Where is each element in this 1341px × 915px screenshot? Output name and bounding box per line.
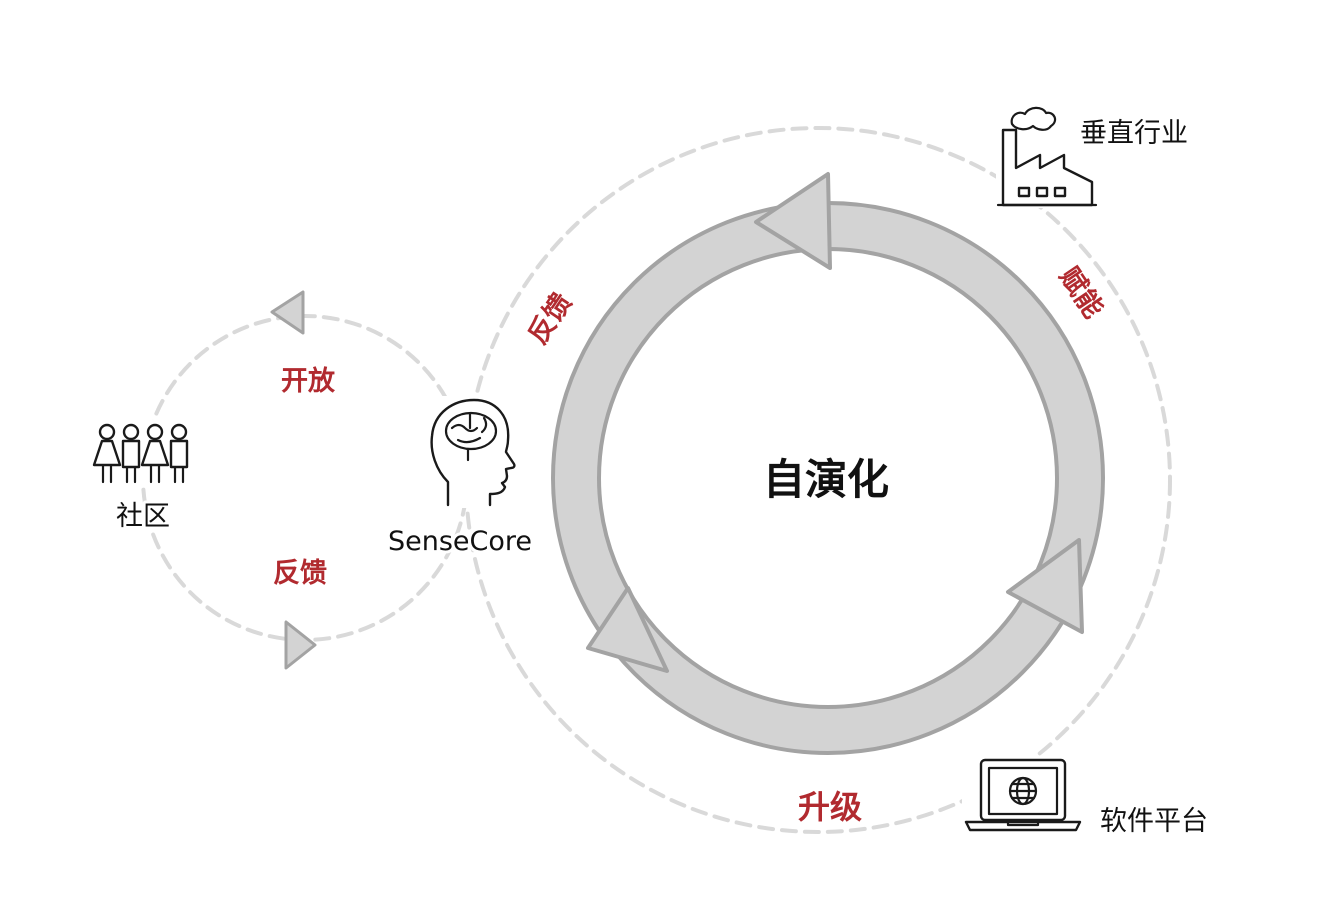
factory-icon — [996, 104, 1098, 208]
factory-window — [1017, 186, 1031, 198]
laptop-display — [987, 766, 1059, 816]
laptop-globe-icon — [962, 756, 1084, 834]
node-label-software-platform: 软件平台 — [1100, 806, 1208, 837]
person-figure — [169, 423, 189, 484]
head-profile — [430, 398, 516, 507]
inner-loop-arrow-top — [270, 290, 305, 335]
edge-label-feedback-inner: 反馈 — [273, 558, 327, 589]
person-figure — [92, 423, 122, 484]
edge-label-open: 开放 — [281, 365, 336, 397]
ring-arrow-top — [754, 172, 832, 270]
person-figure — [140, 423, 170, 484]
factory-window — [1053, 186, 1067, 198]
factory-building — [1001, 128, 1094, 207]
evolution-ring — [551, 172, 1105, 755]
ring-arrow-bottom-left — [586, 586, 669, 673]
brain-outline — [444, 411, 498, 451]
globe-icon — [1008, 776, 1038, 806]
node-label-community: 社区 — [116, 501, 170, 532]
person-figure — [121, 423, 141, 484]
people-icon — [90, 420, 196, 486]
edge-label-upgrade: 升级 — [798, 788, 862, 826]
node-label-vertical-industry: 垂直行业 — [1080, 118, 1188, 149]
factory-window — [1035, 186, 1049, 198]
factory-smoke — [1010, 106, 1057, 131]
brain-head-icon — [426, 396, 520, 508]
ring-arrow-right — [1006, 538, 1084, 634]
inner-loop-arrow-bottom — [284, 620, 317, 670]
brain-folds — [450, 412, 488, 462]
node-label-sensecore: SenseCore — [388, 526, 532, 557]
center-label: 自演化 — [763, 455, 889, 504]
laptop-hinge — [1006, 820, 1040, 827]
